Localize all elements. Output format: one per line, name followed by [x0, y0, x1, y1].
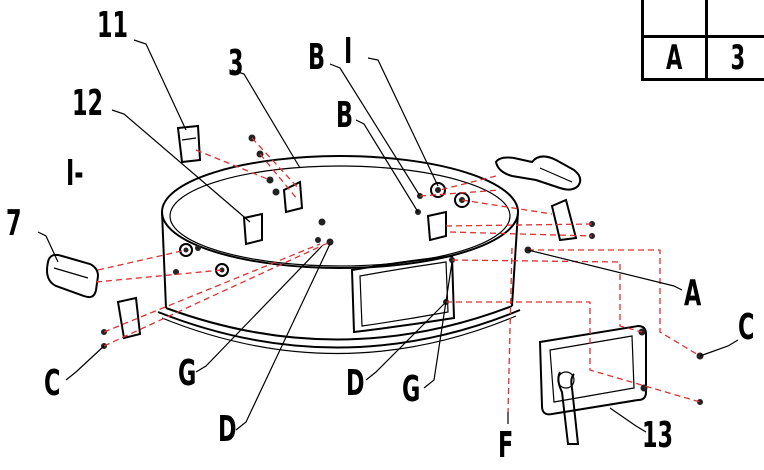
bracket-12 — [242, 212, 263, 246]
label-part-d-mid: D — [346, 363, 365, 404]
label-part-b-mid: B — [336, 95, 354, 136]
label-part-g-left: G — [178, 353, 197, 394]
label-part-11: 11 — [97, 5, 129, 46]
tray-13 — [538, 324, 647, 445]
bracket-11 — [176, 124, 202, 164]
right-handle — [494, 155, 582, 191]
label-part-a: A — [684, 273, 702, 314]
label-part-d-low: D — [218, 409, 237, 450]
label-part-3: 3 — [228, 43, 244, 84]
bracket-left-low — [116, 296, 142, 340]
left-handle — [46, 253, 100, 299]
label-part-b-top: B — [308, 37, 326, 78]
bracket-center — [426, 210, 447, 242]
label-part-i-top: I — [344, 31, 353, 72]
table-cell — [704, 0, 764, 38]
label-part-g-mid: G — [402, 369, 421, 410]
table-row: A 3 — [641, 35, 764, 81]
bracket-right — [550, 198, 578, 242]
parts-table: A 3 — [641, 0, 764, 81]
grill-body — [157, 155, 521, 355]
assembly-lines — [95, 137, 701, 413]
label-part-c-right: C — [738, 307, 755, 348]
leader-lines — [37, 39, 739, 433]
label-part-13: 13 — [642, 415, 674, 456]
table-cell — [641, 0, 708, 38]
table-cell: A — [641, 35, 708, 81]
label-part-i-left: I- — [66, 153, 84, 194]
label-part-c-left: C — [44, 363, 61, 404]
table-row — [641, 0, 764, 38]
label-part-12: 12 — [72, 83, 104, 124]
label-part-7: 7 — [6, 203, 22, 244]
table-cell: 3 — [704, 35, 764, 81]
label-part-f: F — [498, 425, 514, 466]
